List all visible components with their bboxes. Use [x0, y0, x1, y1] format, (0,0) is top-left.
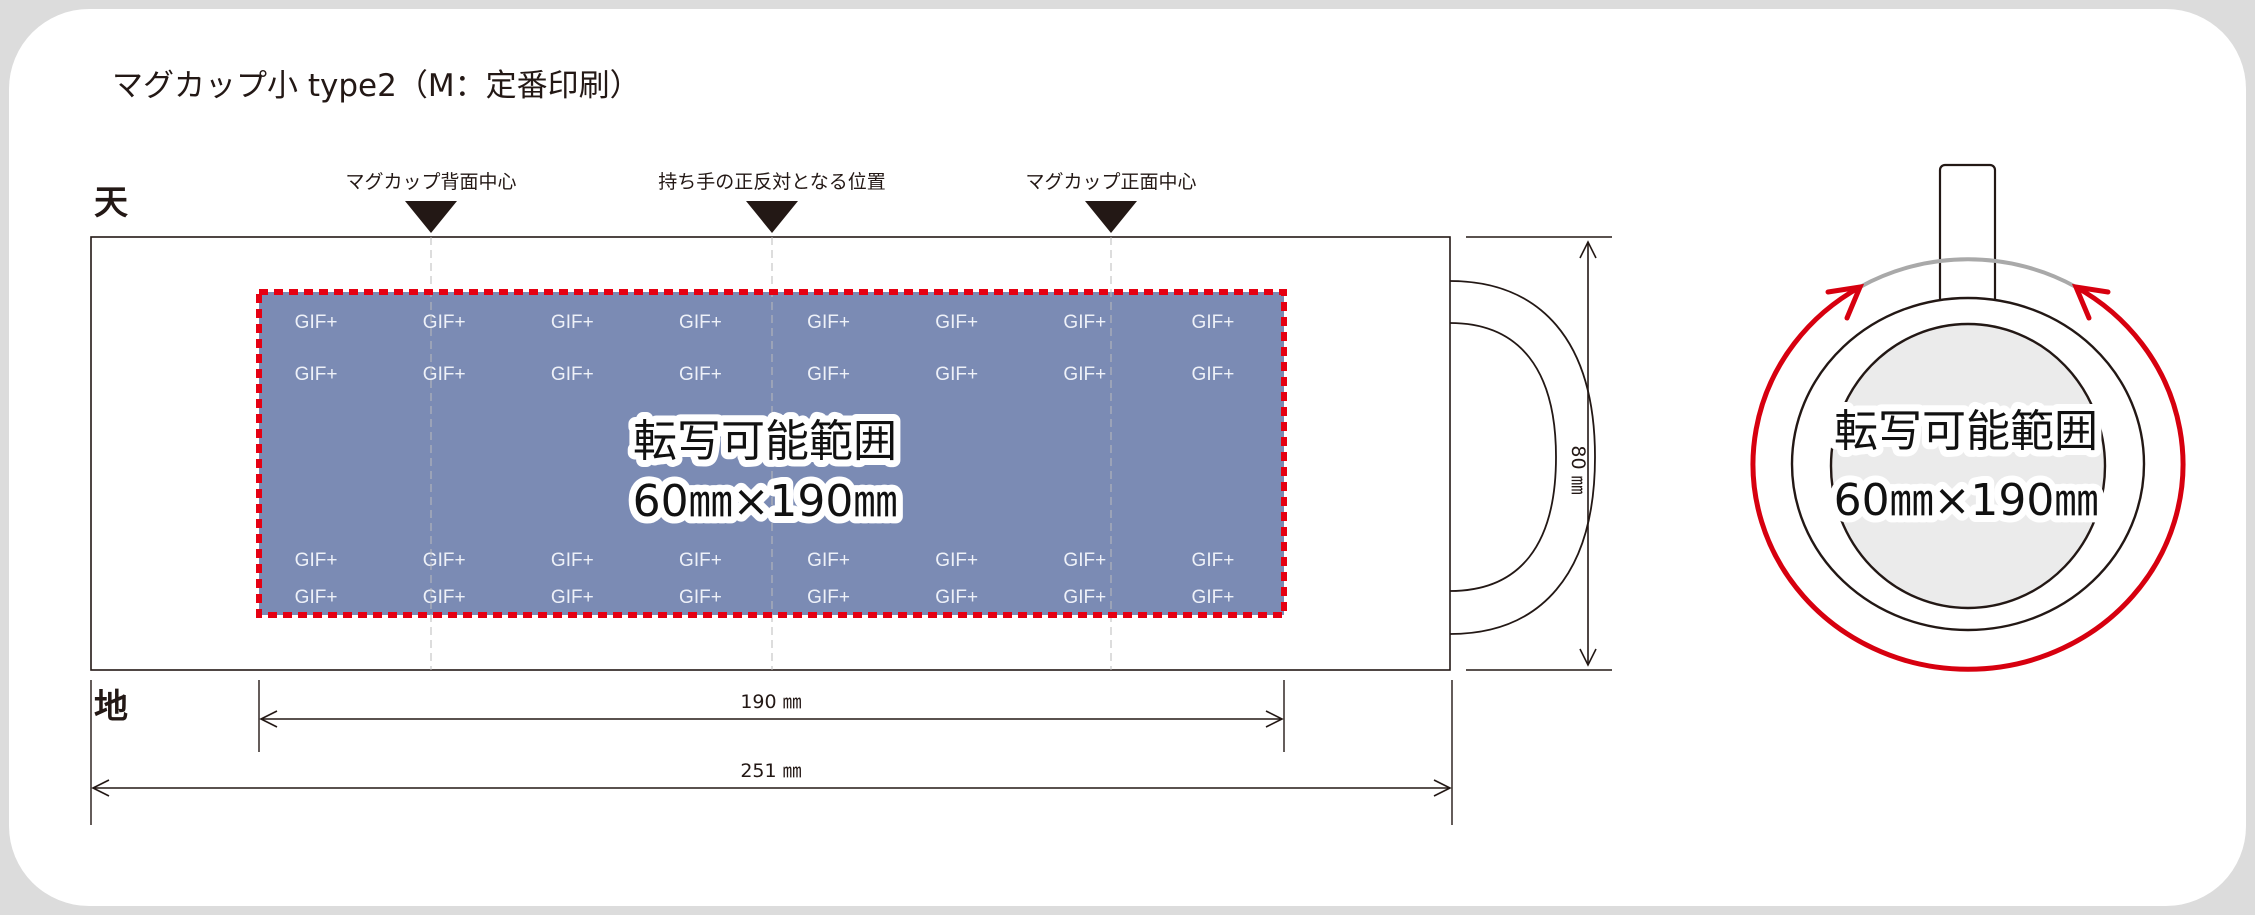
- tile-text: GIF+: [295, 587, 338, 608]
- height-dimension: 80 ㎜: [1466, 236, 1612, 671]
- tile-text: GIF+: [1192, 550, 1235, 571]
- tile-text: GIF+: [1192, 312, 1235, 333]
- tile-text: GIF+: [935, 312, 978, 333]
- tile-text: GIF+: [807, 587, 850, 608]
- print-area-label-size: 60㎜×190㎜: [633, 476, 898, 527]
- height-label: 80 ㎜: [1567, 445, 1589, 494]
- tile-text: GIF+: [1063, 364, 1106, 385]
- marker-triangle-icon: [405, 201, 457, 233]
- tile-text: GIF+: [679, 364, 722, 385]
- tile-text: GIF+: [679, 550, 722, 571]
- tile-text: GIF+: [1063, 587, 1106, 608]
- tile-text: GIF+: [551, 587, 594, 608]
- print-width-label: 190 ㎜: [740, 691, 801, 713]
- tile-text: GIF+: [551, 364, 594, 385]
- marker-opposite-handle: 持ち手の正反対となる位置: [658, 171, 886, 233]
- tile-text: GIF+: [295, 550, 338, 571]
- marker-back-center: マグカップ背面中心: [345, 171, 517, 233]
- tile-text: GIF+: [1063, 550, 1106, 571]
- tile-text: GIF+: [935, 364, 978, 385]
- tile-text: GIF+: [935, 587, 978, 608]
- mug-interior: [1829, 322, 2107, 610]
- handle-top-view: [1938, 163, 1997, 307]
- arrow-head-right-icon: [2071, 283, 2111, 321]
- tile-text: GIF+: [807, 312, 850, 333]
- arrow-head-left-icon: [1825, 283, 1865, 321]
- total-width-label: 251 ㎜: [740, 760, 801, 782]
- tile-text: GIF+: [1192, 364, 1235, 385]
- center-guides: [430, 237, 1112, 670]
- tile-text: GIF+: [295, 364, 338, 385]
- print-area-border: [256, 289, 1287, 618]
- tile-text: GIF+: [423, 587, 466, 608]
- handle-gap-arc: [1859, 257, 2077, 289]
- tile-text: GIF+: [551, 550, 594, 571]
- tile-text: GIF+: [295, 312, 338, 333]
- print-wrap-arc: [1750, 284, 2186, 672]
- top-view-label-size: 60㎜×190㎜: [1834, 475, 2099, 526]
- tile-text: GIF+: [1063, 312, 1106, 333]
- top-label: 天: [94, 183, 128, 223]
- tile-text: GIF+: [935, 550, 978, 571]
- total-width-dimension: 251 ㎜: [90, 680, 1453, 825]
- marker-label: マグカップ背面中心: [345, 171, 516, 193]
- marker-label: マグカップ正面中心: [1025, 171, 1196, 193]
- tile-text: GIF+: [423, 312, 466, 333]
- tile-text: GIF+: [423, 364, 466, 385]
- print-width-dimension: 190 ㎜: [258, 680, 1285, 752]
- marker-triangle-icon: [746, 201, 798, 233]
- mug-top-view: 転写可能範囲 60㎜×190㎜: [1750, 163, 2186, 672]
- marker-front-center: マグカップ正面中心: [1025, 171, 1197, 233]
- tile-text: GIF+: [807, 550, 850, 571]
- marker-label: 持ち手の正反対となる位置: [658, 171, 885, 193]
- tile-text: GIF+: [679, 587, 722, 608]
- print-area-tiles: GIF+ GIF+ GIF+ GIF+ GIF+ GIF+ GIF+ GIF+ GIF+ GIF+…: [295, 312, 1235, 608]
- tile-text: GIF+: [807, 364, 850, 385]
- marker-triangle-icon: [1085, 201, 1137, 233]
- tile-text: GIF+: [1192, 587, 1235, 608]
- tile-text: GIF+: [423, 550, 466, 571]
- page-title: マグカップ小 type2（M：定番印刷）: [112, 68, 641, 104]
- bottom-label: 地: [94, 687, 128, 727]
- print-area-label-title: 転写可能範囲: [633, 416, 897, 467]
- top-view-label-title: 転写可能範囲: [1834, 406, 2098, 457]
- tile-text: GIF+: [679, 312, 722, 333]
- tile-text: GIF+: [551, 312, 594, 333]
